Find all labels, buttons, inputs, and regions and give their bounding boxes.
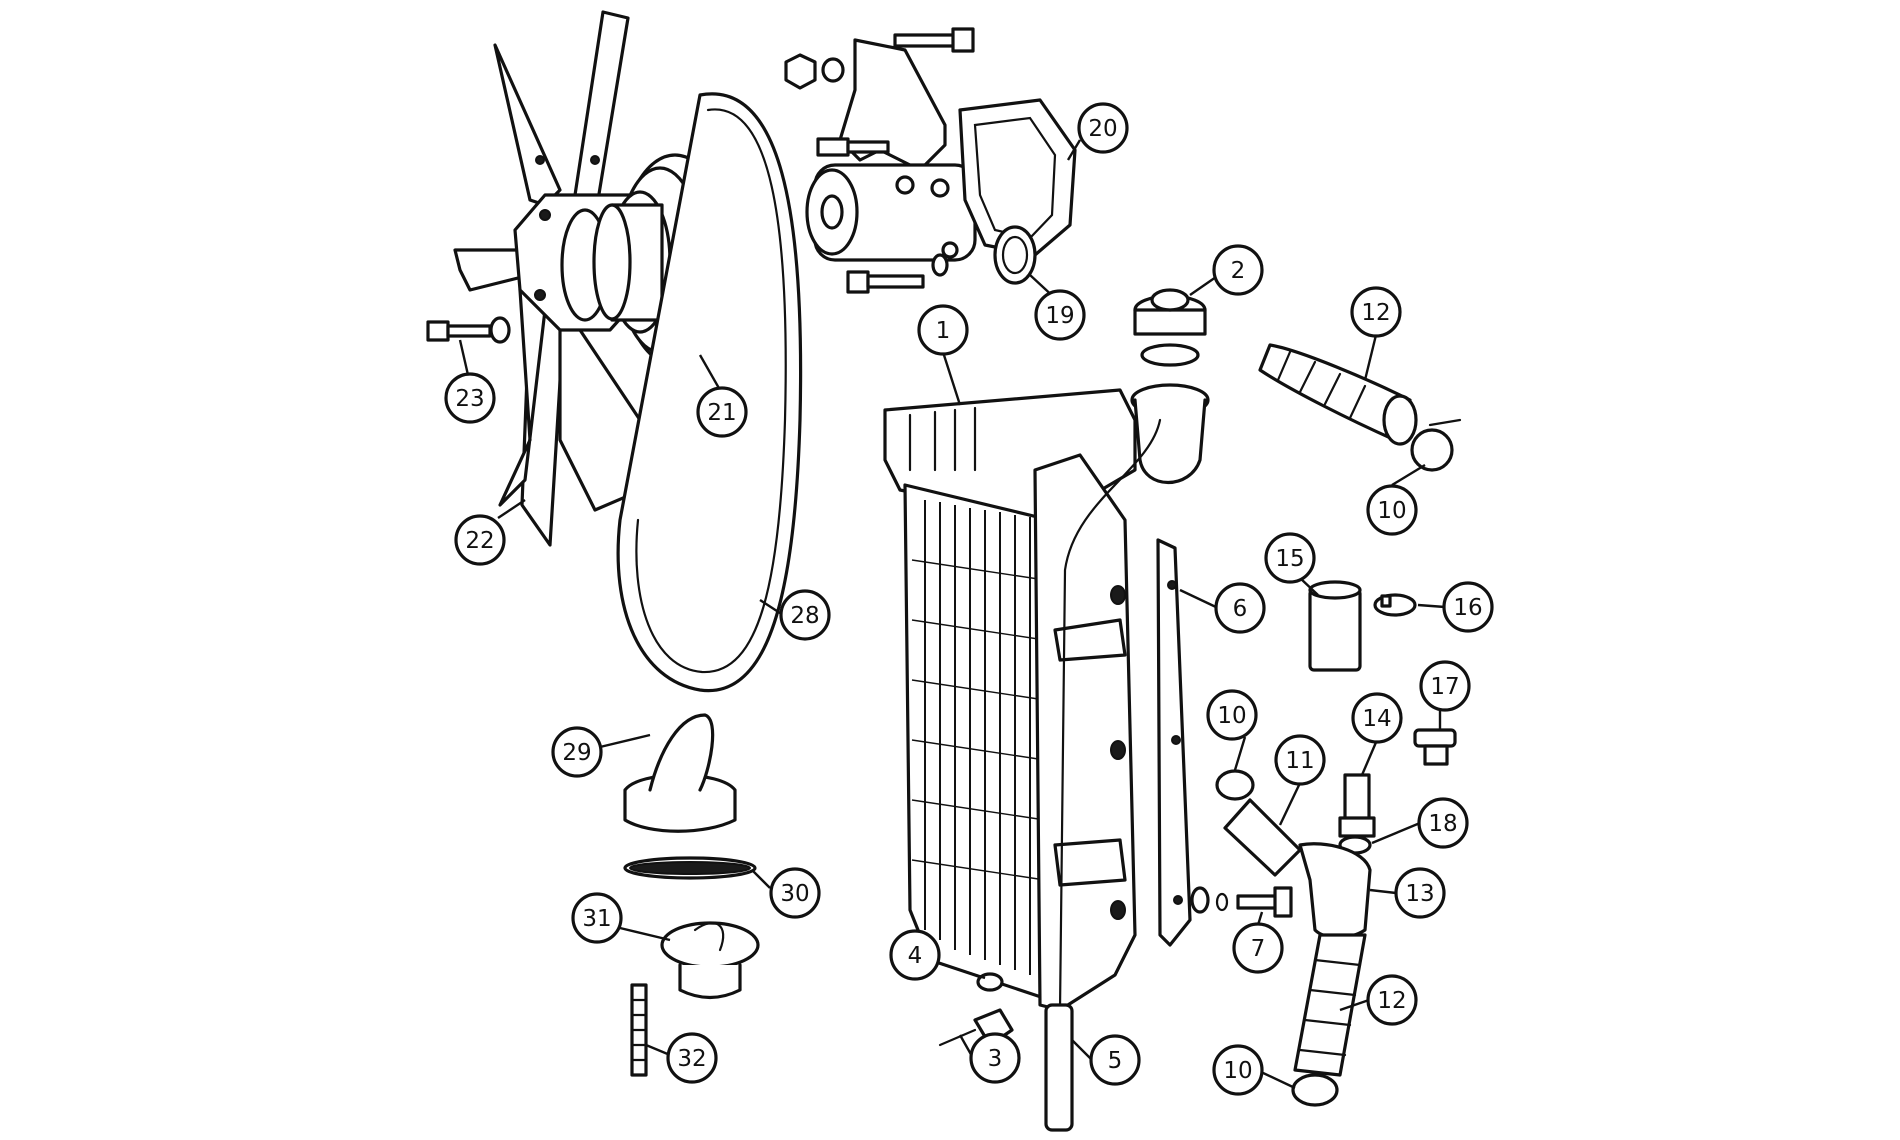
lower-hoses-drawing <box>1215 769 1372 1107</box>
callout-label: 12 <box>1361 300 1390 326</box>
callout-19: 19 <box>1034 289 1086 341</box>
callout-label: 28 <box>790 603 819 629</box>
fan-bolt-drawing <box>426 316 511 344</box>
callout-30: 30 <box>769 867 821 919</box>
callout-16: 16 <box>1442 581 1494 633</box>
callout-label: 31 <box>582 906 611 932</box>
callout-label: 5 <box>1108 1048 1123 1074</box>
callout-label: 18 <box>1428 811 1457 837</box>
callout-29: 29 <box>551 726 603 778</box>
callout-10-middle: 10 <box>1206 689 1258 741</box>
callout-12-lower: 12 <box>1366 974 1418 1026</box>
callout-label: 19 <box>1045 303 1074 329</box>
callout-label: 2 <box>1231 258 1246 284</box>
leader-lines <box>458 139 1446 1090</box>
callout-label: 32 <box>677 1046 706 1072</box>
callout-3: 3 <box>969 1032 1021 1084</box>
callout-label: 1 <box>936 318 951 344</box>
callout-label: 4 <box>908 943 923 969</box>
callout-label: 29 <box>562 740 591 766</box>
bolt-washers-drawing <box>1190 886 1293 918</box>
callout-label: 14 <box>1362 706 1391 732</box>
callout-5: 5 <box>1089 1034 1141 1086</box>
callout-11: 11 <box>1274 734 1326 786</box>
cowl-strip-drawing <box>1156 538 1192 947</box>
filler-cap-drawing <box>1133 288 1207 367</box>
callout-31: 31 <box>571 892 623 944</box>
callout-4: 4 <box>889 929 941 981</box>
callout-20: 20 <box>1077 102 1129 154</box>
callout-label: 12 <box>1377 988 1406 1014</box>
callout-13: 13 <box>1394 867 1446 919</box>
callout-22: 22 <box>454 514 506 566</box>
callout-28: 28 <box>779 589 831 641</box>
connector-drawing <box>1338 773 1376 855</box>
callout-label: 17 <box>1430 674 1459 700</box>
callout-label: 3 <box>988 1046 1003 1072</box>
callout-17: 17 <box>1419 660 1471 712</box>
callout-label: 15 <box>1275 546 1304 572</box>
callout-14: 14 <box>1351 692 1403 744</box>
callout-label: 10 <box>1223 1058 1252 1084</box>
callout-label: 20 <box>1088 116 1117 142</box>
callout-18: 18 <box>1417 797 1469 849</box>
thermostat-group-drawing <box>623 713 760 1077</box>
callout-21: 21 <box>696 386 748 438</box>
callout-12-upper: 12 <box>1350 286 1402 338</box>
callout-label: 6 <box>1233 596 1248 622</box>
callout-label: 30 <box>780 881 809 907</box>
callout-label: 23 <box>455 386 484 412</box>
callout-label: 13 <box>1405 881 1434 907</box>
callout-2: 2 <box>1212 244 1264 296</box>
callout-1: 1 <box>917 304 969 356</box>
callout-label: 16 <box>1453 595 1482 621</box>
callout-label: 10 <box>1377 498 1406 524</box>
callout-label: 22 <box>465 528 494 554</box>
callout-label: 11 <box>1285 748 1314 774</box>
callout-10-upper: 10 <box>1366 484 1418 536</box>
callout-32: 32 <box>666 1032 718 1084</box>
callout-15: 15 <box>1264 532 1316 584</box>
callout-10-lower: 10 <box>1212 1044 1264 1096</box>
plug-drawing <box>1413 728 1457 766</box>
callout-6: 6 <box>1214 582 1266 634</box>
callout-label: 21 <box>707 400 736 426</box>
callout-23: 23 <box>444 372 496 424</box>
callout-label: 7 <box>1251 936 1266 962</box>
water-pump-drawing <box>784 27 1077 294</box>
radiator-drawing <box>883 383 1210 1132</box>
upper-hose-drawing <box>1258 343 1462 472</box>
element-clip-drawing <box>1308 580 1417 672</box>
callout-label: 10 <box>1217 703 1246 729</box>
callout-7: 7 <box>1232 922 1284 974</box>
